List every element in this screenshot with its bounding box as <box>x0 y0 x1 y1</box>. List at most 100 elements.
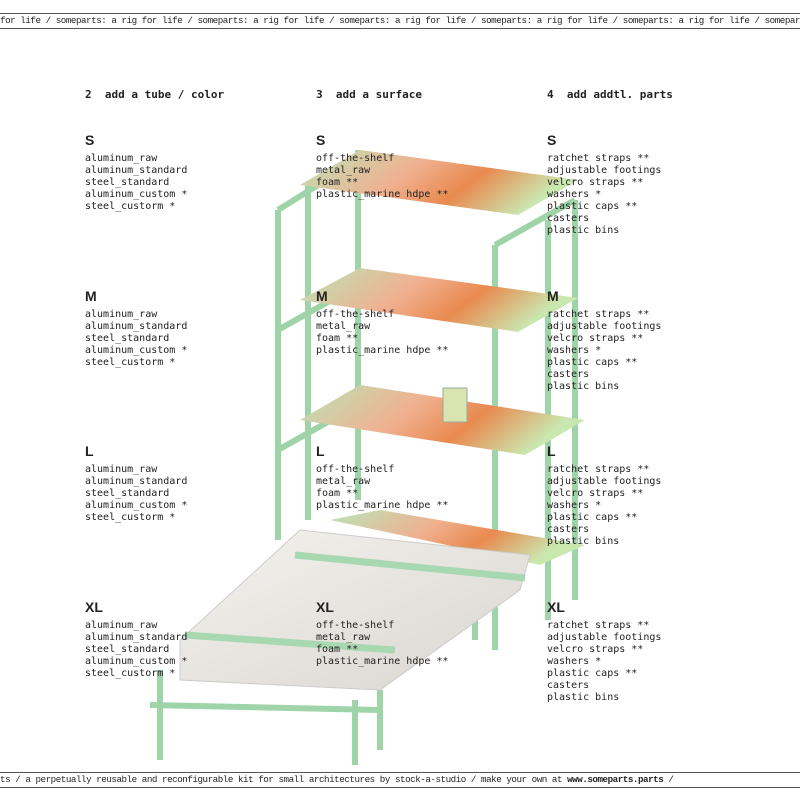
option-item[interactable]: aluminum_standard <box>85 165 188 176</box>
option-item[interactable]: plastic bins <box>547 692 620 703</box>
option-item[interactable]: plastic_marine hdpe ** <box>316 345 449 356</box>
size-heading-s: S <box>316 132 326 148</box>
option-item[interactable]: ratchet straps ** <box>547 464 650 475</box>
option-item[interactable]: plastic_marine hdpe ** <box>316 189 449 200</box>
option-item[interactable]: foam ** <box>316 333 359 344</box>
size-heading-l: L <box>85 443 94 459</box>
shelf-bed-back <box>330 510 585 565</box>
option-item[interactable]: foam ** <box>316 488 359 499</box>
size-heading-xl: XL <box>316 599 334 615</box>
option-item[interactable]: plastic bins <box>547 225 620 236</box>
size-heading-xl: XL <box>547 599 565 615</box>
option-item[interactable]: casters <box>547 524 590 535</box>
option-item[interactable]: aluminum_custom * <box>85 345 188 356</box>
option-item[interactable]: adjustable footings <box>547 165 662 176</box>
banner-text: ts / a perpetually reusable and reconfig… <box>0 774 568 785</box>
option-item[interactable]: metal_raw <box>316 476 371 487</box>
option-item[interactable]: foam ** <box>316 644 359 655</box>
option-item[interactable]: casters <box>547 369 590 380</box>
option-item[interactable]: off-the-shelf <box>316 620 395 631</box>
option-item[interactable]: steel_custorm * <box>85 668 176 679</box>
size-heading-l: L <box>547 443 556 459</box>
option-item[interactable]: off-the-shelf <box>316 464 395 475</box>
banner-tail: / <box>663 774 674 785</box>
option-item[interactable]: ratchet straps ** <box>547 620 650 631</box>
option-item[interactable]: plastic caps ** <box>547 201 638 212</box>
option-item[interactable]: plastic caps ** <box>547 668 638 679</box>
option-item[interactable]: washers * <box>547 189 602 200</box>
top-banner: for life / someparts: a rig for life / s… <box>0 13 800 29</box>
option-item[interactable]: ratchet straps ** <box>547 153 650 164</box>
bed-frame <box>149 600 478 765</box>
option-item[interactable]: plastic caps ** <box>547 512 638 523</box>
option-item[interactable]: steel_custorm * <box>85 357 176 368</box>
option-item[interactable]: steel_standard <box>85 644 170 655</box>
option-item[interactable]: aluminum_standard <box>85 632 188 643</box>
size-heading-m: M <box>316 288 328 304</box>
option-item[interactable]: steel_standard <box>85 333 170 344</box>
option-item[interactable]: foam ** <box>316 177 359 188</box>
website-link[interactable]: www.someparts.parts <box>567 774 664 785</box>
option-item[interactable]: steel_standard <box>85 177 170 188</box>
option-item[interactable]: aluminum_custom * <box>85 500 188 511</box>
option-item[interactable]: adjustable footings <box>547 321 662 332</box>
option-item[interactable]: aluminum_raw <box>85 464 158 475</box>
option-item[interactable]: aluminum_raw <box>85 620 158 631</box>
option-item[interactable]: velcro straps ** <box>547 644 644 655</box>
option-item[interactable]: casters <box>547 213 590 224</box>
option-item[interactable]: aluminum_custom * <box>85 656 188 667</box>
shelf-middle <box>300 268 578 332</box>
option-item[interactable]: washers * <box>547 500 602 511</box>
size-heading-m: M <box>547 288 559 304</box>
option-item[interactable]: aluminum_standard <box>85 321 188 332</box>
option-item[interactable]: washers * <box>547 345 602 356</box>
option-item[interactable]: adjustable footings <box>547 476 662 487</box>
banner-text: for life / someparts: a rig for life / s… <box>0 15 800 26</box>
option-item[interactable]: steel_custorm * <box>85 512 176 523</box>
option-item[interactable]: steel_custorm * <box>85 201 176 212</box>
step-heading: 3 add a surface <box>316 88 422 101</box>
step-heading: 4 add addtl. parts <box>547 88 673 101</box>
option-item[interactable]: plastic_marine hdpe ** <box>316 656 449 667</box>
bag <box>442 387 468 423</box>
size-heading-xl: XL <box>85 599 103 615</box>
option-item[interactable]: aluminum_raw <box>85 153 158 164</box>
option-item[interactable]: off-the-shelf <box>316 153 395 164</box>
option-item[interactable]: metal_raw <box>316 165 371 176</box>
option-item[interactable]: plastic bins <box>547 536 620 547</box>
option-item[interactable]: casters <box>547 680 590 691</box>
option-item[interactable]: steel_standard <box>85 488 170 499</box>
option-item[interactable]: plastic_marine hdpe ** <box>316 500 449 511</box>
option-item[interactable]: plastic bins <box>547 381 620 392</box>
step-heading: 2 add a tube / color <box>85 88 225 101</box>
option-item[interactable]: aluminum_standard <box>85 476 188 487</box>
option-item[interactable]: velcro straps ** <box>547 488 644 499</box>
option-item[interactable]: velcro straps ** <box>547 177 644 188</box>
option-item[interactable]: aluminum_custom * <box>85 189 188 200</box>
option-item[interactable]: metal_raw <box>316 632 371 643</box>
size-heading-s: S <box>85 132 95 148</box>
size-heading-m: M <box>85 288 97 304</box>
option-item[interactable]: washers * <box>547 656 602 667</box>
option-item[interactable]: metal_raw <box>316 321 371 332</box>
option-item[interactable]: adjustable footings <box>547 632 662 643</box>
option-item[interactable]: plastic caps ** <box>547 357 638 368</box>
option-item[interactable]: aluminum_raw <box>85 309 158 320</box>
option-item[interactable]: ratchet straps ** <box>547 309 650 320</box>
option-item[interactable]: off-the-shelf <box>316 309 395 320</box>
option-item[interactable]: velcro straps ** <box>547 333 644 344</box>
